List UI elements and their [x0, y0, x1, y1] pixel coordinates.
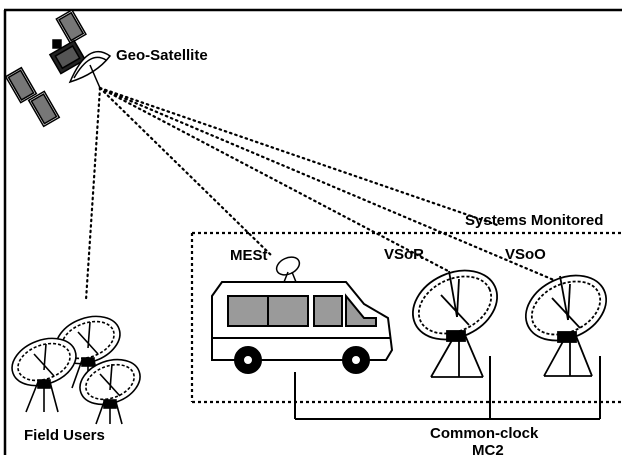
geo-satellite-label: Geo-Satellite: [116, 47, 208, 64]
link-to-mest: [98, 86, 274, 258]
systems-monitored-label: Systems Monitored: [465, 212, 604, 229]
field-users-label: Field Users: [24, 427, 105, 444]
satellite-icon: [4, 8, 112, 128]
vsor-label: VSoR: [384, 246, 425, 263]
satellite-links: [84, 86, 570, 302]
link-to-vsor: [98, 86, 452, 274]
link-to-vsoo: [98, 86, 570, 288]
link-to-systems: [98, 86, 502, 228]
van-icon: [211, 281, 394, 374]
diagram-frame: [3, 8, 622, 455]
mest-label: MESt: [230, 247, 268, 264]
systems-monitored-box: [190, 231, 624, 404]
vsoo-label: VSoO: [505, 246, 546, 263]
common-clock-wiring: [294, 356, 601, 420]
mc2-label: MC2: [472, 442, 504, 459]
common-clock-label: Common-clock: [430, 425, 539, 442]
link-to-field-users: [84, 86, 102, 302]
field-user-dish-icon: [11, 315, 141, 425]
vsoo-dish-icon: [524, 274, 608, 377]
vsor-dish-icon: [411, 269, 499, 378]
mest-dish-icon: [275, 256, 301, 283]
